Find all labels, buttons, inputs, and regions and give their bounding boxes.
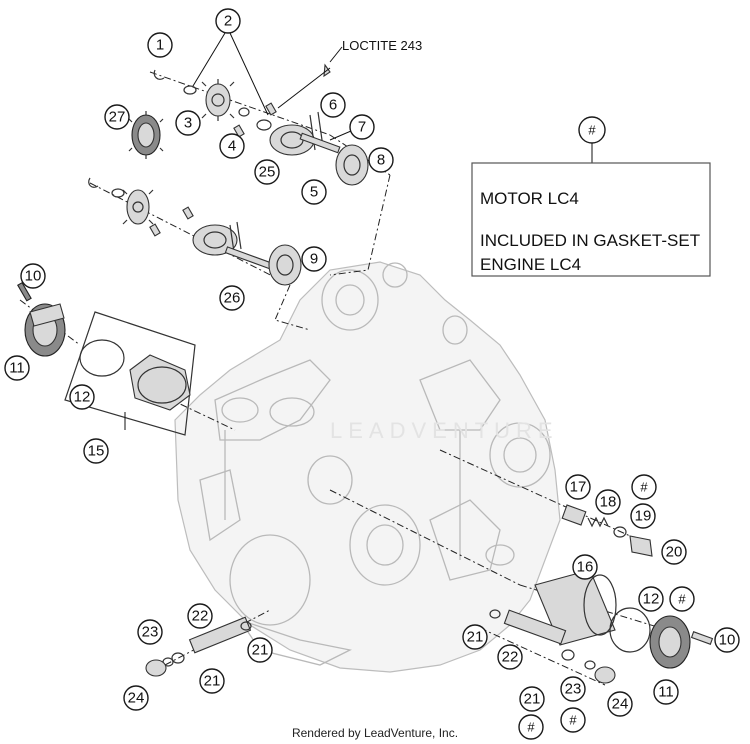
svg-text:1: 1 (156, 37, 164, 54)
callout-22-right[interactable]: 22 (497, 644, 523, 670)
callout-3[interactable]: 3 (175, 110, 201, 136)
svg-text:15: 15 (88, 443, 105, 460)
callout-12-left[interactable]: 12 (69, 384, 95, 410)
svg-text:16: 16 (577, 559, 594, 576)
svg-text:10: 10 (719, 632, 736, 649)
filter-kit-bracket (64, 311, 196, 436)
svg-text:24: 24 (128, 690, 145, 707)
callout-21-left-b[interactable]: 21 (199, 668, 225, 694)
callout-19[interactable]: 19 (630, 503, 656, 529)
svg-text:2: 2 (224, 13, 232, 30)
callout-hash-21: # (518, 714, 544, 740)
svg-text:26: 26 (224, 290, 241, 307)
upper-pump-parts (128, 63, 369, 186)
callout-2[interactable]: 2 (215, 8, 241, 34)
callout-5[interactable]: 5 (301, 179, 327, 205)
svg-text:#: # (588, 123, 596, 138)
svg-text:8: 8 (377, 152, 385, 169)
callout-hash-19: # (631, 474, 657, 500)
callout-24-right[interactable]: 24 (607, 691, 633, 717)
callout-24-left[interactable]: 24 (123, 685, 149, 711)
callout-8[interactable]: 8 (368, 147, 394, 173)
svg-text:10: 10 (25, 268, 42, 285)
callout-20[interactable]: 20 (661, 539, 687, 565)
callout-23-left[interactable]: 23 (137, 619, 163, 645)
callout-27[interactable]: 27 (104, 104, 130, 130)
callout-21-left-a[interactable]: 21 (247, 637, 273, 663)
svg-text:21: 21 (524, 691, 541, 708)
svg-text:22: 22 (192, 608, 209, 625)
bottom-left-valve-parts (145, 616, 252, 677)
svg-text:17: 17 (570, 479, 587, 496)
svg-text:4: 4 (228, 138, 236, 155)
svg-text:22: 22 (502, 649, 519, 666)
svg-text:24: 24 (612, 696, 629, 713)
callout-26[interactable]: 26 (219, 285, 245, 311)
note-line-motor: MOTOR LC4 (480, 189, 579, 208)
svg-text:7: 7 (358, 119, 366, 136)
watermark-text: LEADVENTURE (330, 418, 559, 443)
middle-pump-parts (88, 177, 302, 286)
svg-text:27: 27 (109, 109, 126, 126)
left-filter-parts (17, 281, 196, 436)
svg-text:21: 21 (467, 629, 484, 646)
callout-10-left[interactable]: 10 (20, 263, 46, 289)
callout-17[interactable]: 17 (565, 474, 591, 500)
callout-1[interactable]: 1 (147, 32, 173, 58)
svg-text:20: 20 (666, 544, 683, 561)
svg-text:#: # (527, 720, 535, 735)
svg-text:11: 11 (658, 684, 674, 701)
engine-case: LEADVENTURE (174, 261, 561, 673)
callout-18[interactable]: 18 (595, 489, 621, 515)
leader-lines (124, 32, 593, 430)
callout-22-left[interactable]: 22 (187, 603, 213, 629)
svg-text:#: # (678, 592, 686, 607)
note-box: MOTOR LC4 INCLUDED IN GASKET-SET ENGINE … (471, 162, 711, 277)
svg-text:25: 25 (259, 164, 276, 181)
callout-21-right-bottom[interactable]: 21 (519, 686, 545, 712)
svg-text:#: # (640, 480, 648, 495)
svg-text:12: 12 (74, 389, 91, 406)
svg-text:6: 6 (329, 97, 337, 114)
callout-4[interactable]: 4 (219, 133, 245, 159)
svg-text:12: 12 (643, 591, 660, 608)
svg-text:21: 21 (252, 642, 269, 659)
note-line-engine: ENGINE LC4 (480, 255, 581, 274)
callout-hash-12: # (669, 586, 695, 612)
svg-text:#: # (569, 713, 577, 728)
callout-6[interactable]: 6 (320, 92, 346, 118)
svg-text:11: 11 (9, 360, 25, 377)
callout-10-right[interactable]: 10 (714, 627, 740, 653)
callout-21-right-top[interactable]: 21 (462, 624, 488, 650)
loctite-label: LOCTITE 243 (342, 38, 422, 53)
svg-text:9: 9 (310, 251, 318, 268)
svg-text:18: 18 (600, 494, 617, 511)
callout-15[interactable]: 15 (83, 438, 109, 464)
callout-7[interactable]: 7 (349, 114, 375, 140)
svg-text:23: 23 (565, 681, 582, 698)
callout-note-hash: # (578, 116, 606, 144)
right-filter-parts (489, 504, 714, 684)
callout-hash-23: # (560, 707, 586, 733)
note-line-gasket-set: INCLUDED IN GASKET-SET (480, 231, 700, 250)
callout-25[interactable]: 25 (254, 159, 280, 185)
callout-11-left[interactable]: 11 (4, 355, 30, 381)
footer-credit: Rendered by LeadVenture, Inc. (292, 726, 458, 740)
callout-23-right[interactable]: 23 (560, 676, 586, 702)
svg-text:3: 3 (184, 115, 192, 132)
svg-text:21: 21 (204, 673, 221, 690)
callout-12-right[interactable]: 12 (638, 586, 664, 612)
callout-16[interactable]: 16 (572, 554, 598, 580)
svg-text:5: 5 (310, 184, 318, 201)
callout-9[interactable]: 9 (301, 246, 327, 272)
svg-text:19: 19 (635, 508, 652, 525)
callout-11-right[interactable]: 11 (653, 679, 679, 705)
svg-text:23: 23 (142, 624, 159, 641)
